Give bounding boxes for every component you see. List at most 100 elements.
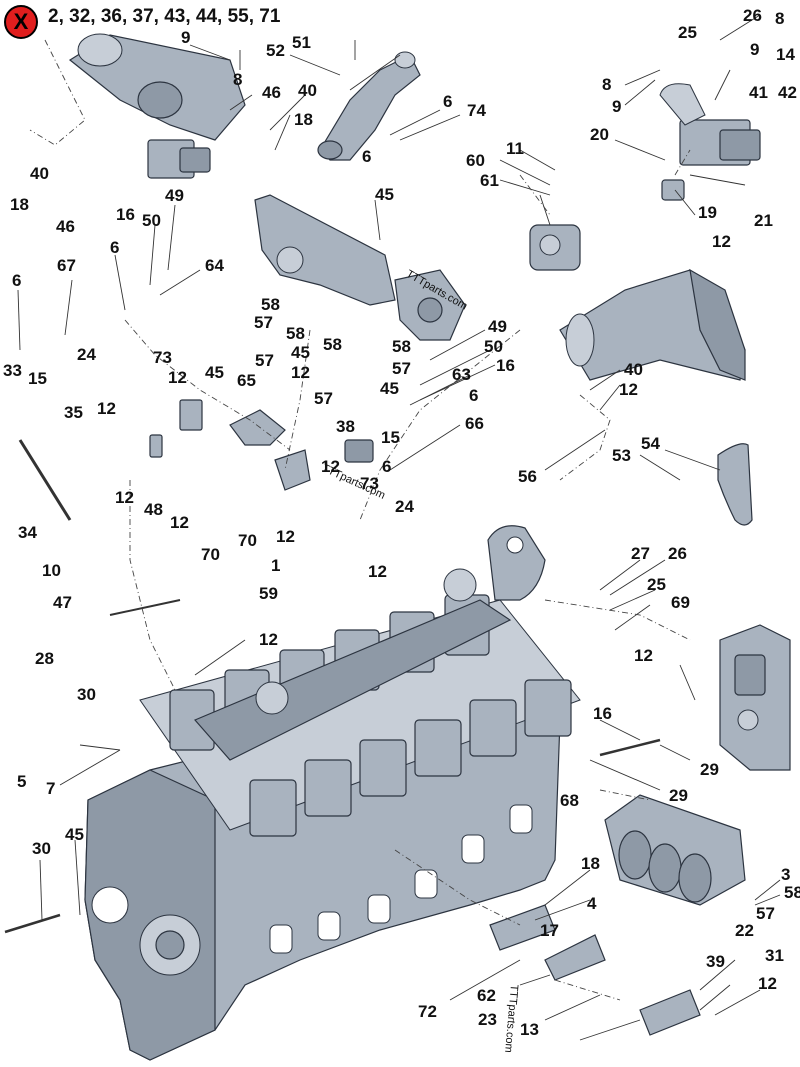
callout-label: 64 [205, 256, 224, 275]
callout-label: 12 [291, 363, 310, 382]
callout-label: 74 [467, 101, 486, 120]
callout-label: 39 [706, 952, 725, 971]
callout-label: 69 [671, 593, 690, 612]
leader-lines [17, 14, 781, 1041]
callout-label: 46 [56, 217, 75, 236]
callout-label: 66 [465, 414, 484, 433]
callout-label: 12 [97, 399, 116, 418]
gear-housing [719, 624, 791, 771]
callout-label: 57 [756, 904, 775, 923]
pump-assembly [529, 224, 581, 271]
callout-label: 40 [298, 81, 317, 100]
callout-label: 68 [560, 791, 579, 810]
callout-label: 50 [142, 211, 161, 230]
callout-label: 4 [587, 894, 597, 913]
callout-label: 12 [259, 630, 278, 649]
callout-label: 6 [12, 271, 22, 290]
callout-label: 53 [612, 446, 631, 465]
callout-label: 28 [35, 649, 54, 668]
callout-label: 58 [286, 324, 305, 343]
callout-label: 15 [381, 428, 400, 447]
callout-label: 41 [749, 83, 768, 102]
callout-label: 16 [496, 356, 515, 375]
callout-label: 13 [520, 1020, 539, 1039]
callout-label: 6 [469, 386, 479, 405]
parts-list-header: 2, 32, 36, 37, 43, 44, 55, 71 [48, 6, 281, 27]
callout-label: 12 [115, 488, 134, 507]
callout-label: 12 [712, 232, 731, 251]
callout-label: 25 [678, 23, 697, 42]
callout-label: 18 [294, 110, 313, 129]
callout-label: 42 [778, 83, 797, 102]
callout-label: 27 [631, 544, 650, 563]
callout-label: 51 [292, 33, 311, 52]
callout-label: 12 [276, 527, 295, 546]
top-right-housing [659, 83, 761, 201]
callout-label: 24 [77, 345, 96, 364]
callout-label: 15 [28, 369, 47, 388]
callout-label: 12 [634, 646, 653, 665]
callout-label: 12 [758, 974, 777, 993]
callout-label: 61 [480, 171, 499, 190]
callout-label: 33 [3, 361, 22, 380]
crankcase-covers [489, 904, 701, 1036]
callout-label: 46 [262, 83, 281, 102]
callout-label: 6 [110, 238, 120, 257]
intake-duct [254, 194, 466, 341]
callout-label: 18 [581, 854, 600, 873]
callout-label: 20 [590, 125, 609, 144]
callout-label: 6 [362, 147, 372, 166]
callout-label: 60 [466, 151, 485, 170]
callout-label: 70 [201, 545, 220, 564]
callout-label: 73 [153, 348, 172, 367]
cover-plate [717, 443, 753, 526]
callout-label: 29 [700, 760, 719, 779]
callout-label: 49 [165, 186, 184, 205]
callout-label: 23 [478, 1010, 497, 1029]
callout-label: 30 [77, 685, 96, 704]
callout-label: 25 [647, 575, 666, 594]
small-parts [4, 399, 661, 934]
callout-label: 34 [18, 523, 37, 542]
callout-label: 9 [612, 97, 622, 116]
filter-module [604, 794, 746, 906]
callout-label: 1 [271, 556, 281, 575]
callout-label: 63 [452, 365, 471, 384]
callout-label: 22 [735, 921, 754, 940]
callout-label: 58 [392, 337, 411, 356]
callout-label: 40 [624, 360, 643, 379]
callout-label: 49 [488, 317, 507, 336]
callout-label: 57 [392, 359, 411, 378]
callout-label: 58 [784, 883, 800, 902]
callout-label: 45 [65, 825, 84, 844]
callout-label: 57 [254, 313, 273, 332]
callout-label: 72 [418, 1002, 437, 1021]
callout-label: 45 [375, 185, 394, 204]
callout-label: 12 [619, 380, 638, 399]
callout-label: 16 [116, 205, 135, 224]
callout-label: 40 [30, 164, 49, 183]
callout-label: 70 [238, 531, 257, 550]
callout-label: 24 [395, 497, 414, 516]
callout-label: 9 [181, 28, 191, 47]
callout-label: 73 [360, 474, 379, 493]
callout-label: 16 [593, 704, 612, 723]
x-badge-icon: X [4, 5, 38, 39]
callout-label: 54 [641, 434, 660, 453]
callout-label: 65 [237, 371, 256, 390]
callout-label: 67 [57, 256, 76, 275]
callout-label: 6 [382, 457, 392, 476]
callout-label: 19 [698, 203, 717, 222]
callout-label: 12 [321, 457, 340, 476]
callout-label: 12 [368, 562, 387, 581]
callout-label: 57 [255, 351, 274, 370]
callout-label: 47 [53, 593, 72, 612]
callout-label: 8 [233, 70, 243, 89]
callout-label: 56 [518, 467, 537, 486]
callout-label: 59 [259, 584, 278, 603]
callout-label: 52 [266, 41, 285, 60]
callout-label: 12 [168, 368, 187, 387]
callout-label: 8 [602, 75, 612, 94]
callout-label: 58 [261, 295, 280, 314]
